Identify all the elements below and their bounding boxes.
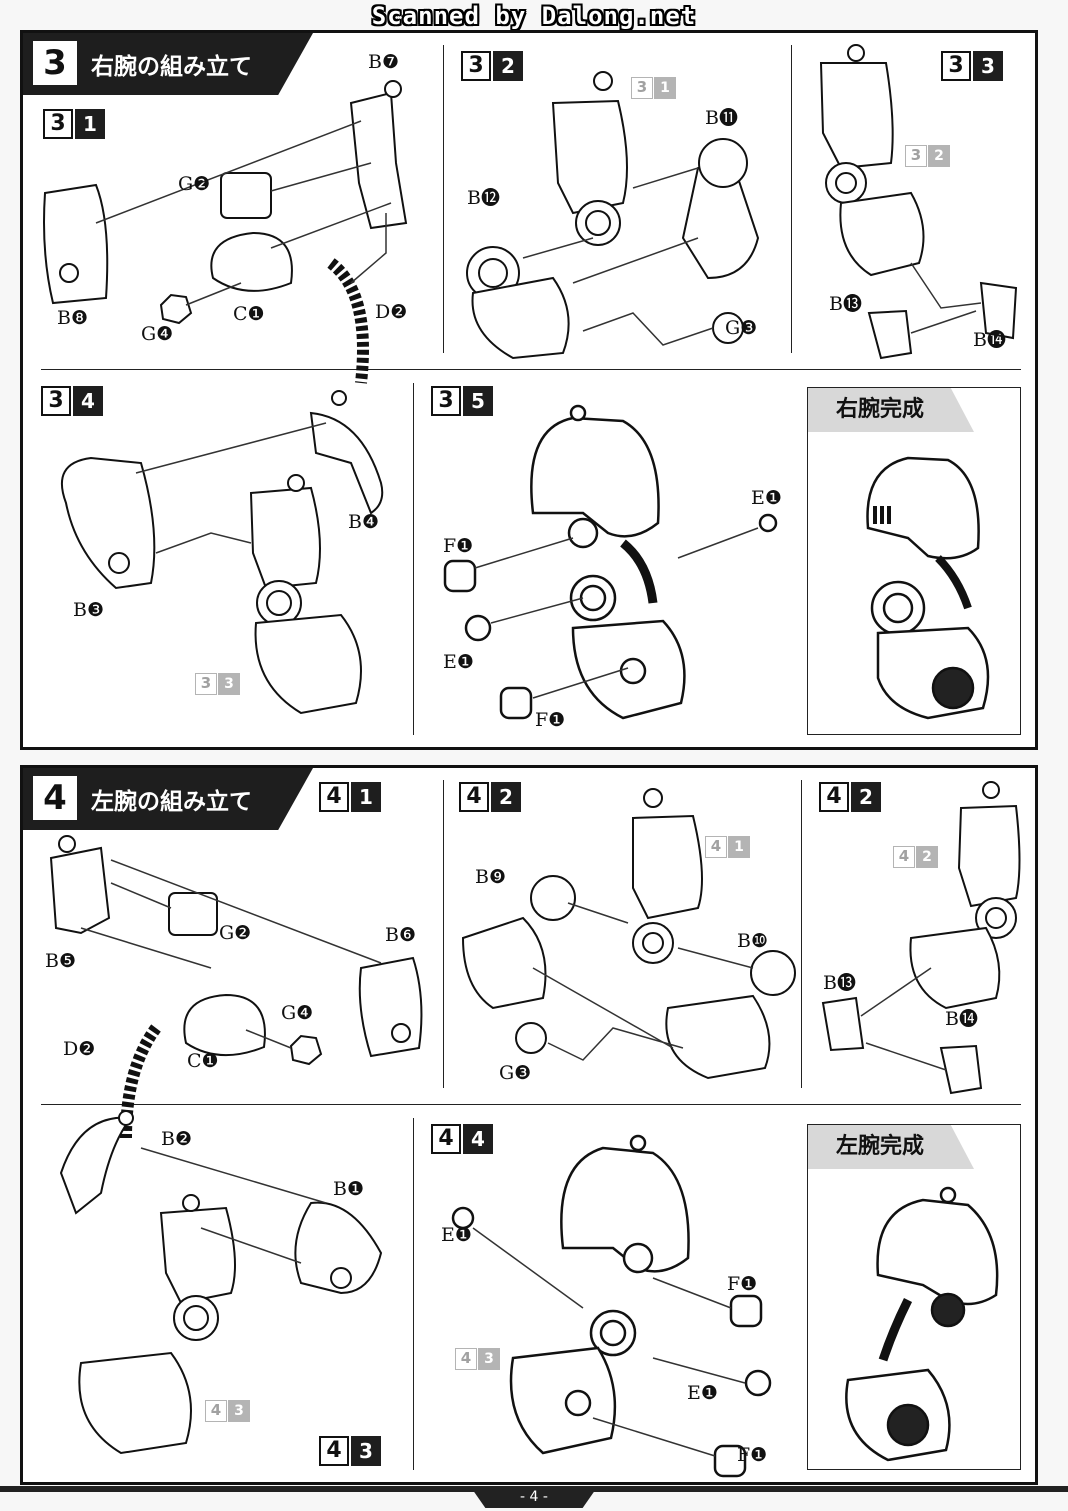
part-label: B❾ — [475, 866, 506, 888]
part-label: F❶ — [535, 709, 566, 731]
step-3-5-illustration — [443, 404, 778, 720]
part-label: G❷ — [178, 173, 211, 195]
part-label: B❺ — [45, 950, 76, 972]
part-label: G❸ — [499, 1062, 532, 1084]
part-label: B⓬ — [467, 187, 500, 209]
part-label: B❹ — [348, 511, 379, 533]
section-title: 右腕の組み立て — [91, 54, 252, 80]
divider — [443, 780, 444, 1088]
part-label: G❹ — [141, 323, 174, 345]
part-label: B❽ — [57, 307, 88, 329]
part-label: E❶ — [687, 1382, 718, 1404]
part-label: C❶ — [233, 303, 265, 325]
footer-tab — [470, 1486, 598, 1508]
completed-title: 右腕完成 — [808, 388, 974, 432]
part-label: B❶ — [333, 1178, 364, 1200]
step-3-3-illustration — [819, 44, 1018, 360]
part-label: B⓮ — [945, 1008, 978, 1030]
part-label: C❶ — [187, 1050, 219, 1072]
page-footer: - 4 - — [0, 1486, 1068, 1511]
section-number: 4 — [33, 776, 77, 820]
step-4-1-illustration — [49, 835, 423, 1139]
step-4-2-illustration — [461, 788, 796, 1080]
part-label: E❶ — [751, 487, 782, 509]
part-label: B❻ — [385, 924, 416, 946]
divider — [41, 369, 1021, 370]
part-label: B❼ — [368, 51, 399, 73]
completed-title: 左腕完成 — [808, 1125, 974, 1169]
section-header: 3 右腕の組み立て — [23, 33, 313, 95]
part-label: B⓭ — [823, 972, 856, 994]
part-label: B❷ — [161, 1128, 192, 1150]
part-label: G❸ — [725, 317, 758, 339]
part-label: G❹ — [281, 1002, 314, 1024]
part-label: B❿ — [737, 930, 768, 952]
part-label: B❸ — [73, 599, 104, 621]
step-4-4-illustration — [451, 1134, 772, 1478]
divider — [791, 45, 792, 353]
divider — [413, 1118, 414, 1470]
section-title: 左腕の組み立て — [91, 789, 252, 815]
divider — [41, 1104, 1021, 1105]
part-label: D❷ — [375, 301, 408, 323]
divider — [443, 45, 444, 353]
step-3-1-illustration — [43, 80, 408, 384]
part-label: B⓫ — [705, 107, 738, 129]
completed-arm-illustration — [866, 456, 990, 720]
part-label: E❶ — [441, 1224, 472, 1246]
part-label: F❶ — [737, 1444, 768, 1466]
step-4-3-illustration — [59, 1110, 383, 1455]
part-label: D❷ — [63, 1038, 96, 1060]
part-label: F❶ — [727, 1273, 758, 1295]
completed-box: 右腕完成 — [807, 387, 1021, 735]
section-header: 4 左腕の組み立て — [23, 768, 313, 830]
part-label: B⓮ — [973, 329, 1006, 351]
divider — [413, 383, 414, 735]
part-label: G❷ — [219, 922, 252, 944]
step-3-4-illustration — [61, 390, 384, 715]
part-label: B⓭ — [829, 293, 862, 315]
completed-box: 左腕完成 — [807, 1124, 1021, 1470]
section-number: 3 — [33, 41, 77, 85]
scan-credit: Scanned by Dalong.net — [371, 2, 697, 30]
completed-arm-illustration — [845, 1186, 999, 1462]
part-label: F❶ — [443, 535, 474, 557]
step-4-2b-illustration — [821, 781, 1021, 1095]
divider — [801, 780, 802, 1088]
part-label: E❶ — [443, 651, 474, 673]
step-3-2-illustration — [466, 71, 760, 360]
page-number: - 4 - — [520, 1489, 548, 1505]
